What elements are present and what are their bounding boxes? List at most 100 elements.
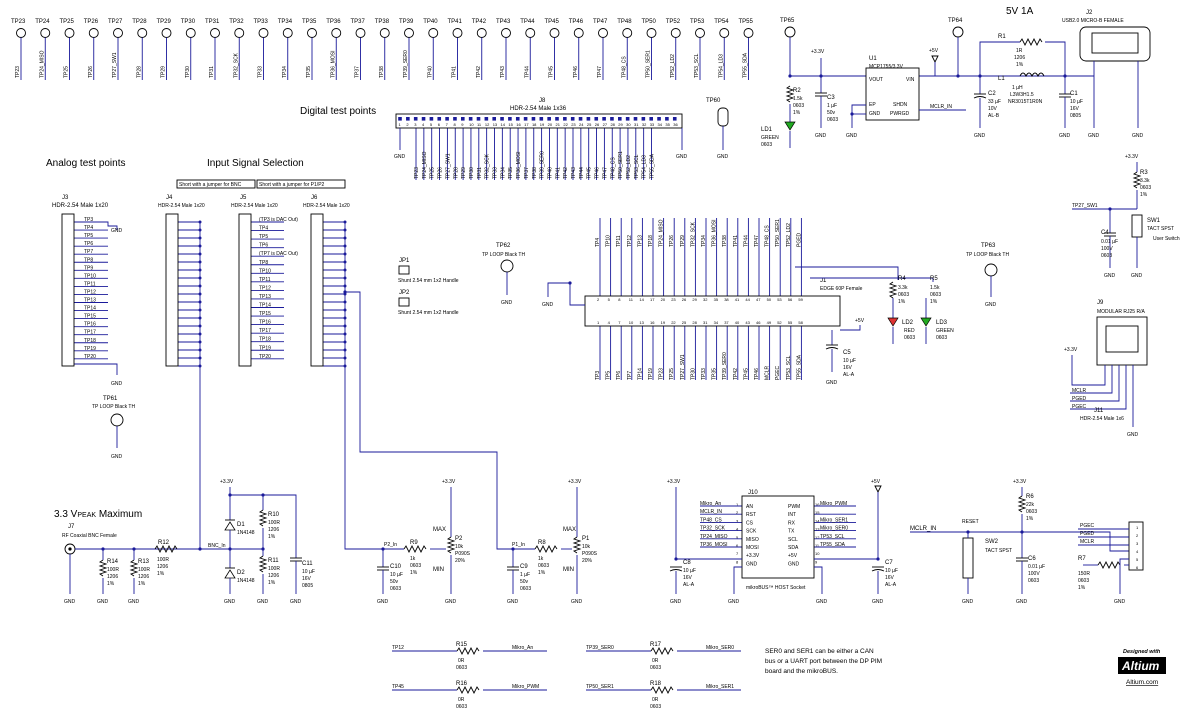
j10-right-num-1: 15 — [815, 510, 820, 515]
c7-rail: +5V — [871, 479, 881, 485]
p2-in-node: P2_In — [384, 542, 397, 548]
note-line-3: board and the mikroBUS. — [765, 668, 838, 675]
tp-top-ref-12: TP35 — [302, 19, 317, 25]
ld3-color: GREEN — [936, 328, 954, 334]
j8-net-11: TP34 — [500, 167, 506, 179]
j1-bot-net-11: TP35 — [712, 368, 718, 380]
j1-bot-pin-19: 58 — [798, 320, 803, 325]
j4-body — [165, 213, 179, 367]
d1-ref: D1 — [237, 522, 245, 528]
c5-ref: C5 — [843, 350, 851, 356]
j1-bot-pin-11: 34 — [714, 320, 719, 325]
j2-part: USB2.0 MICRO-B FEMALE — [1062, 18, 1124, 24]
j8-net-14: TP37 — [524, 167, 530, 179]
j9-gnd: GND — [1127, 432, 1139, 438]
j1-bot-pin-5: 16 — [650, 320, 655, 325]
j3-pin-net-17: TP20 — [84, 354, 96, 360]
r8-ref: R8 — [538, 540, 546, 546]
tp-top-net-3: TP26 — [88, 66, 94, 78]
j8-pin-num-27: 28 — [610, 122, 615, 127]
u1-ep: EP — [869, 102, 876, 108]
tp-top-loop-20 — [501, 28, 511, 38]
tp-top-ref-9: TP32 — [229, 19, 244, 25]
r9-pkg: 0603 — [410, 563, 421, 569]
r14-zigzag — [98, 559, 108, 577]
j3-pin-net-1: TP4 — [84, 225, 93, 231]
j11-net-pgec: PGEC — [1080, 523, 1095, 529]
j9-ref: J9 — [1097, 300, 1104, 306]
c11-pkg: 0805 — [302, 583, 313, 589]
jumper-pkg-3: 0603 — [650, 704, 661, 710]
j1-bot-net-19: TP55_SDA — [796, 354, 802, 380]
j8-pin-8 — [461, 117, 465, 121]
c10-val: 10 µF — [390, 572, 403, 578]
j3-gnd-wire-bottom — [74, 363, 118, 375]
r6-rail: +3.3V — [1013, 479, 1027, 485]
j3-gnd-wire-top — [74, 221, 118, 230]
j8-pin-num-31: 32 — [642, 122, 647, 127]
p2-rail: +3.3V — [442, 479, 456, 485]
j8-pin-num-33: 34 — [658, 122, 663, 127]
j1-top-pin-6: 20 — [661, 297, 666, 302]
c7-pkg: AL-A — [885, 582, 897, 588]
r7-zigzag — [1097, 560, 1121, 570]
r14-ref: R14 — [107, 559, 119, 565]
p1-tol: 20% — [582, 558, 593, 564]
tp-top-net-15: TP38 — [379, 66, 385, 78]
r6-ref: R6 — [1026, 494, 1034, 500]
c2-pkg: AL-B — [988, 113, 1000, 119]
tp60-ref: TP60 — [706, 98, 721, 104]
r1-pkg: 1206 — [1014, 55, 1025, 61]
jumper-zigzag-3 — [650, 685, 674, 695]
r11-gnd: GND — [257, 599, 269, 605]
c4-val: 0.01 µF — [1101, 239, 1118, 245]
jumper-ref-2: R17 — [650, 642, 662, 648]
j10-right-pin-5: SDA — [788, 545, 799, 551]
jumper-val-1: 0R — [458, 697, 465, 703]
tp-top-ref-4: TP27 — [108, 19, 123, 25]
j5-note: Short with a jumper for P1/P2 — [259, 182, 325, 188]
j10-part: mikroBUS™ HOST Socket — [746, 585, 806, 591]
tp-top-ref-14: TP37 — [351, 19, 366, 25]
j8-net-1: TP24_MISO — [422, 151, 428, 179]
rail-5v-u1: +5V — [929, 48, 939, 54]
j10-right-pin-7: GND — [788, 561, 800, 567]
tp-top-loop-14 — [355, 28, 366, 38]
r12-tol: 1% — [157, 571, 165, 577]
j9-net-pgec: PGEC — [1072, 404, 1087, 410]
jumper-zigzag-1 — [456, 685, 480, 695]
j1-top-net-5: TP18 — [648, 235, 654, 247]
r3-zigzag — [1132, 171, 1142, 189]
j8-net-17: TP40 — [547, 167, 553, 179]
j8-pin-11 — [484, 117, 489, 121]
p1-min: MIN — [563, 567, 574, 573]
j11-pin-num-1: 2 — [1136, 533, 1139, 538]
j6-body — [310, 213, 324, 367]
r12-zigzag — [154, 544, 178, 554]
p1-max: MAX — [563, 527, 576, 533]
j11-pin-num-2: 3 — [1136, 541, 1139, 546]
c9-val: 1 µF — [520, 572, 530, 578]
j1-top-net-11: TP36_MOSI — [712, 219, 718, 247]
j8-pin-num-3: 4 — [422, 122, 425, 127]
j1-bot-pin-16: 49 — [767, 320, 772, 325]
j5-pin-net-12: TP16 — [259, 320, 271, 326]
j8-pin-1 — [406, 117, 410, 121]
u1-part: MCP1755/3.3V — [869, 64, 904, 70]
c11-ref: C11 — [302, 561, 313, 567]
j2-body — [1079, 26, 1151, 62]
tp-top-net-10: TP33 — [258, 66, 264, 78]
j3-pin-net-9: TP12 — [84, 289, 96, 295]
tp-top-ref-18: TP41 — [448, 19, 463, 25]
c8-gnd: GND — [670, 599, 682, 605]
j2-gnd-a: GND — [1088, 133, 1100, 139]
tp63-ref: TP63 — [981, 243, 996, 249]
j10-right-num-7: 9 — [815, 559, 818, 564]
j1-top-net-4: TP13 — [637, 235, 643, 247]
tp-top-net-20: TP43 — [500, 66, 506, 78]
j1-top-pin-9: 29 — [692, 297, 697, 302]
j8-pin-num-5: 6 — [438, 122, 441, 127]
j8-pin-23 — [578, 117, 583, 121]
c3-gnd: GND — [815, 133, 827, 139]
j3-pin-net-4: TP7 — [84, 249, 93, 255]
